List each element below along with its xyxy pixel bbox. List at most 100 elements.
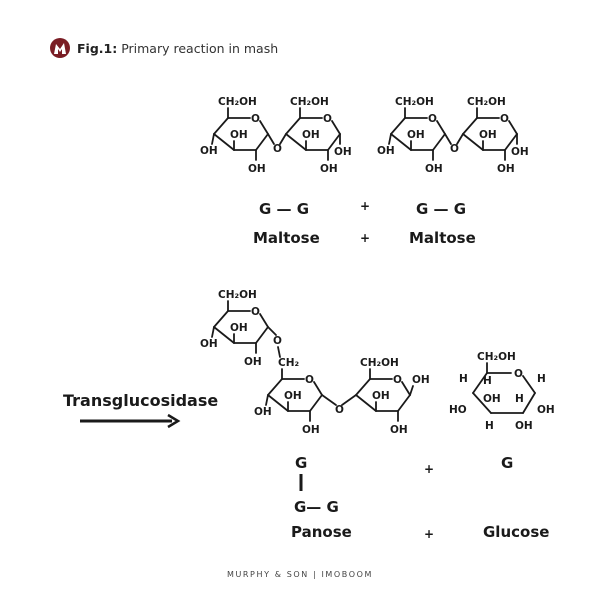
plus-sign-names: + — [360, 231, 370, 245]
ring-oxygen-label: O — [251, 306, 260, 318]
panose-label: Panose — [291, 523, 352, 541]
hydroxyl-label: OH — [302, 129, 320, 141]
bond-line — [355, 378, 371, 396]
bond-line — [211, 133, 215, 145]
ring-oxygen-label: O — [500, 113, 509, 125]
plus-sign-products: + — [424, 462, 434, 476]
hydroxyl-label: OH — [425, 163, 443, 175]
ch2oh-label: CH₂OH — [467, 96, 506, 108]
ch2oh-label: CH₂OH — [290, 96, 329, 108]
bond-line — [409, 385, 414, 396]
bond-line — [462, 133, 484, 151]
bond-line — [456, 133, 464, 145]
bond-line — [388, 133, 392, 145]
ring-oxygen-label: O — [251, 113, 260, 125]
glucose-formula: G — [501, 454, 513, 472]
hydrogen-label: H — [485, 420, 494, 432]
bond-line — [522, 392, 536, 414]
bond-line — [390, 117, 406, 135]
figure-number: Fig.1: — [77, 40, 118, 56]
bond-line — [277, 346, 281, 358]
hydroxyl-label: OH — [511, 146, 529, 158]
bond-line — [341, 394, 357, 406]
hydroxyl-label: OH — [390, 424, 408, 436]
bond-line — [213, 133, 235, 151]
bond-line — [355, 394, 377, 412]
bond-line — [265, 394, 269, 406]
hydroxyl-label: OH — [244, 356, 262, 368]
bond-line — [285, 133, 307, 151]
ch2-label: CH₂ — [278, 357, 299, 369]
bond-line — [472, 372, 488, 394]
bond-line — [397, 394, 411, 412]
glucose-label: Glucose — [483, 523, 549, 541]
bond-line — [444, 133, 452, 145]
bond-line — [504, 133, 518, 151]
bond-line — [522, 375, 536, 394]
hydrogen-label: H — [459, 373, 468, 385]
bond-line — [267, 378, 283, 396]
hydrogen-label: H — [537, 373, 546, 385]
bond-line — [472, 392, 492, 414]
hydrogen-label: H — [483, 375, 492, 387]
hydrogen-label: H — [515, 393, 524, 405]
hydroxyl-label: OH — [537, 404, 555, 416]
ch2oh-label: CH₂OH — [477, 351, 516, 363]
hydroxyl-label: OH — [230, 129, 248, 141]
bond-line — [321, 394, 337, 406]
footer-credit: MURPHY & SON | IMOBOOM — [226, 570, 374, 579]
bond-line — [508, 120, 518, 135]
bond-line — [313, 381, 323, 396]
maltose-formula-1: G — G — [259, 200, 309, 218]
figure-title: Primary reaction in mash — [121, 40, 279, 56]
plus-sign-top: + — [360, 199, 370, 213]
bond-line — [267, 133, 275, 145]
bond-line — [213, 326, 235, 344]
bond-line — [331, 120, 341, 135]
bond-line — [432, 133, 446, 151]
panose-formula-top: G — [295, 454, 307, 472]
panose-formula-bottom: G— G — [294, 498, 339, 516]
hydroxyl-label: OH — [200, 338, 218, 350]
bond-line — [267, 394, 289, 412]
ring-oxygen-label: O — [428, 113, 437, 125]
maltose-label-2: Maltose — [409, 229, 476, 247]
bond-line — [213, 310, 229, 328]
hydroxyl-label: OH — [200, 145, 218, 157]
bond-line — [390, 133, 412, 151]
hydroxyl-label: OH — [412, 374, 430, 386]
ring-oxygen-label: O — [305, 374, 314, 386]
hydroxyl-label: OH — [254, 406, 272, 418]
bond-line — [309, 394, 323, 412]
hydroxyl-label: OH — [372, 390, 390, 402]
bond-line — [213, 117, 229, 135]
hydroxyl-label: OH — [377, 145, 395, 157]
bond-line — [462, 117, 478, 135]
figure-header: Fig.1: Primary reaction in mash — [50, 38, 278, 58]
reaction-arrow-icon — [80, 413, 181, 429]
hydroxyl-label: OH — [320, 163, 338, 175]
ch2oh-label: CH₂OH — [360, 357, 399, 369]
murphy-logo-icon — [50, 38, 70, 58]
maltose-formula-2: G — G — [416, 200, 466, 218]
bond-line — [279, 133, 287, 145]
bond-line — [211, 326, 215, 338]
bond-line — [259, 313, 269, 328]
plus-sign-product-names: + — [424, 527, 434, 541]
hydroxyl-label: HO — [449, 404, 467, 416]
bond-line — [259, 120, 269, 135]
bond-line — [255, 133, 269, 151]
bond-line — [436, 120, 446, 135]
maltose-label-1: Maltose — [253, 229, 320, 247]
hydroxyl-label: OH — [334, 146, 352, 158]
ring-oxygen-label: O — [323, 113, 332, 125]
hydroxyl-label: OH — [479, 129, 497, 141]
bond-line — [267, 326, 277, 336]
ring-oxygen-label: O — [514, 368, 523, 380]
glycosidic-oxygen-label: O — [335, 404, 344, 416]
bond-line — [285, 117, 301, 135]
bond-line — [255, 326, 269, 344]
enzyme-label: Transglucosidase — [63, 391, 218, 410]
hydroxyl-label: OH — [515, 420, 533, 432]
